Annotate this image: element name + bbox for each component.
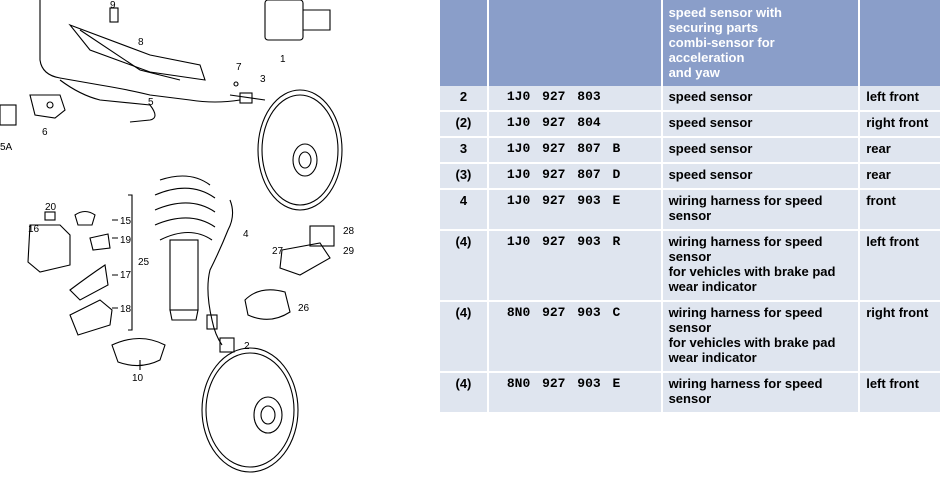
row-remark: front	[860, 190, 940, 231]
row-item-number: (4)	[440, 231, 487, 302]
row-remark: rear	[860, 138, 940, 164]
header-part-number	[488, 0, 661, 86]
row-description-line: sensor	[668, 249, 712, 264]
row-description-line: for vehicles with brake pad	[668, 264, 836, 279]
row-part-number: 1J0 927 807 B	[488, 138, 661, 164]
exploded-parts-diagram: 9 8 7 3 1 5 6 5A 20 16 15 19 17 25 18 4 …	[0, 0, 355, 473]
row-description: speed sensor	[662, 86, 859, 112]
row-part-number: 1J0 927 903 R	[488, 231, 661, 302]
row-item-number: 4	[440, 190, 487, 231]
row-remark: left front	[860, 373, 940, 414]
row-remark: right front	[860, 302, 940, 373]
table-row: (3)1J0 927 807 D speed sensor rear	[440, 164, 940, 190]
callout-29: 29	[343, 246, 355, 257]
row-description-line: sensor	[668, 320, 712, 335]
row-description-line: sensor	[668, 391, 712, 406]
callout-4: 4	[243, 229, 249, 240]
callout-10: 10	[132, 373, 144, 384]
row-description: speed sensor	[662, 138, 859, 164]
callout-27: 27	[272, 246, 284, 257]
callout-1: 1	[280, 54, 286, 65]
row-part-number: 1J0 927 804	[488, 112, 661, 138]
row-item-number: (4)	[440, 373, 487, 414]
table-row: (2)1J0 927 804 speed sensor right front	[440, 112, 940, 138]
callout-2: 2	[244, 341, 250, 352]
row-remark: left front	[860, 86, 940, 112]
row-description-line: speed sensor	[668, 167, 753, 182]
callout-28: 28	[343, 226, 355, 237]
callout-25: 25	[138, 257, 150, 268]
row-description-line: for vehicles with brake pad	[668, 335, 836, 350]
row-description-line: speed sensor	[668, 141, 753, 156]
header-description-line: and yaw	[668, 65, 720, 80]
callout-18: 18	[120, 304, 132, 315]
callout-5a: 5A	[0, 142, 13, 153]
row-item-number: (3)	[440, 164, 487, 190]
callout-8: 8	[138, 37, 144, 48]
header-item	[440, 0, 487, 86]
row-description-line: wiring harness for speed	[668, 305, 823, 320]
row-remark: rear	[860, 164, 940, 190]
header-description: speed sensor with securing parts combi-s…	[662, 0, 859, 86]
row-remark: left front	[860, 231, 940, 302]
row-item-number: (2)	[440, 112, 487, 138]
row-description-line: wiring harness for speed	[668, 376, 823, 391]
row-part-number: 8N0 927 903 E	[488, 373, 661, 414]
row-description: speed sensor	[662, 164, 859, 190]
row-part-number: 1J0 927 903 E	[488, 190, 661, 231]
callout-17: 17	[120, 270, 132, 281]
callout-5: 5	[148, 97, 154, 108]
row-description-line: wiring harness for speed	[668, 193, 823, 208]
row-part-number: 1J0 927 807 D	[488, 164, 661, 190]
row-description-line: wear indicator	[668, 279, 757, 294]
row-description-line: wear indicator	[668, 350, 757, 365]
row-item-number: 3	[440, 138, 487, 164]
header-description-line: combi-sensor for acceleration	[668, 35, 775, 65]
callout-7: 7	[236, 62, 242, 73]
callout-6: 6	[42, 127, 48, 138]
callout-15: 15	[120, 216, 132, 227]
row-description-line: speed sensor	[668, 115, 753, 130]
callout-16: 16	[28, 224, 40, 235]
callout-19: 19	[120, 235, 132, 246]
row-item-number: 2	[440, 86, 487, 112]
callout-3: 3	[260, 74, 266, 85]
row-description-line: speed sensor	[668, 89, 753, 104]
header-description-line: speed sensor with	[668, 5, 782, 20]
row-remark: right front	[860, 112, 940, 138]
table-header-row: speed sensor with securing parts combi-s…	[440, 0, 940, 86]
parts-table: speed sensor with securing parts combi-s…	[438, 0, 942, 414]
row-part-number: 8N0 927 903 C	[488, 302, 661, 373]
header-description-line: securing parts	[668, 20, 759, 35]
callout-26: 26	[298, 303, 310, 314]
row-description-line: sensor	[668, 208, 712, 223]
row-description: speed sensor	[662, 112, 859, 138]
row-description-line: wiring harness for speed	[668, 234, 823, 249]
callout-9: 9	[110, 0, 116, 11]
row-item-number: (4)	[440, 302, 487, 373]
header-remark	[860, 0, 940, 86]
row-part-number: 1J0 927 803	[488, 86, 661, 112]
callout-20: 20	[45, 202, 57, 213]
